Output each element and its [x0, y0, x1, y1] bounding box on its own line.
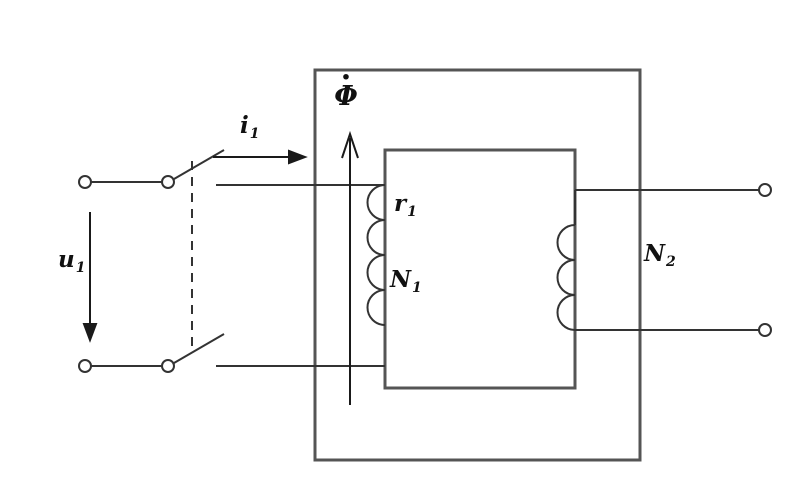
flux-dot: ·: [340, 60, 352, 95]
secondary-turns-subscript: 2: [666, 253, 676, 270]
flux-label: · Φ: [327, 60, 365, 112]
switch-blade-top: [173, 149, 225, 180]
terminal-top-right: [758, 183, 772, 197]
voltage-arrow-head: [82, 323, 98, 343]
resistance-symbol: r: [394, 190, 407, 217]
switch-pole-top: [161, 175, 175, 189]
secondary-turns-symbol: N: [644, 240, 666, 267]
terminal-bottom-right: [758, 323, 772, 337]
resistance-label: r1: [394, 192, 417, 219]
voltage-symbol: u: [58, 246, 75, 273]
voltage-subscript: 1: [75, 259, 86, 276]
primary-turns-label: N1: [390, 268, 422, 295]
core-outer-rect: [313, 68, 642, 462]
switch-blade-bottom: [173, 333, 225, 364]
switch-pole-bottom: [161, 359, 175, 373]
secondary-turns-label: N2: [644, 242, 676, 269]
primary-turns-subscript: 1: [412, 279, 422, 296]
voltage-label: u1: [58, 248, 85, 275]
transformer-core: [313, 68, 642, 462]
resistance-subscript: 1: [407, 203, 417, 220]
current-label: i1: [240, 114, 260, 141]
current-symbol: i: [240, 112, 249, 139]
primary-turns-symbol: N: [390, 266, 412, 293]
current-arrow-head: [288, 149, 308, 165]
current-subscript: 1: [249, 125, 260, 142]
core-window-rect: [383, 148, 577, 390]
secondary-coil: [556, 224, 576, 331]
primary-coil: [366, 184, 386, 326]
annotation-arrows: [82, 130, 359, 405]
terminal-bottom-left: [78, 359, 92, 373]
flux-symbol: Φ: [334, 81, 358, 112]
flux-arrow-head: [341, 130, 359, 159]
terminal-top-left: [78, 175, 92, 189]
wiring: [78, 149, 772, 373]
